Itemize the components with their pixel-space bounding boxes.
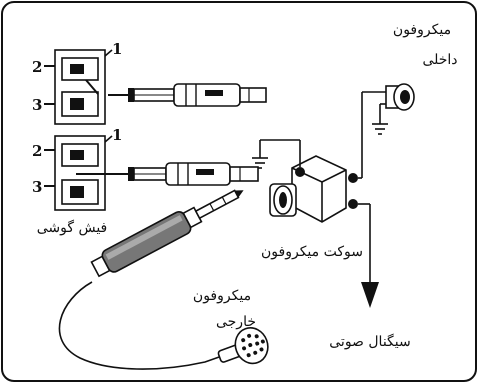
mic-socket-label: سوکت میکروفون xyxy=(261,244,363,260)
bottom-pin-3-label: 3 xyxy=(32,178,42,196)
audio-signal-label: سیگنال صوتی xyxy=(329,333,410,350)
mic-socket-icon xyxy=(269,155,358,223)
socket-ground-wire xyxy=(252,139,301,169)
ground-icon xyxy=(372,123,388,135)
bottom-pin-2-label: 2 xyxy=(32,142,42,160)
top-pin-3-label: 3 xyxy=(32,96,42,114)
internal-mic-label-line2: داخلی xyxy=(422,52,457,68)
external-mic-cable xyxy=(58,281,223,370)
headphone-plug-bottom xyxy=(76,162,259,186)
internal-mic-icon xyxy=(361,83,415,178)
internal-mic-label-line1: میکروفون xyxy=(393,22,451,38)
headphone-plug-label: فیش گوشی xyxy=(37,219,108,236)
external-mic-plug xyxy=(90,189,244,278)
headphone-jack-top xyxy=(44,49,113,125)
top-pin-1-label: 1 xyxy=(112,40,122,58)
external-mic-icon xyxy=(217,327,269,365)
headphone-plug-top xyxy=(108,83,267,107)
external-mic-label-line1: میکروفون xyxy=(193,288,251,304)
audio-signal-wire xyxy=(358,203,379,308)
external-mic-label-line2: خارجی xyxy=(216,314,256,330)
top-pin-2-label: 2 xyxy=(32,58,42,76)
bottom-pin-1-label: 1 xyxy=(112,126,122,144)
